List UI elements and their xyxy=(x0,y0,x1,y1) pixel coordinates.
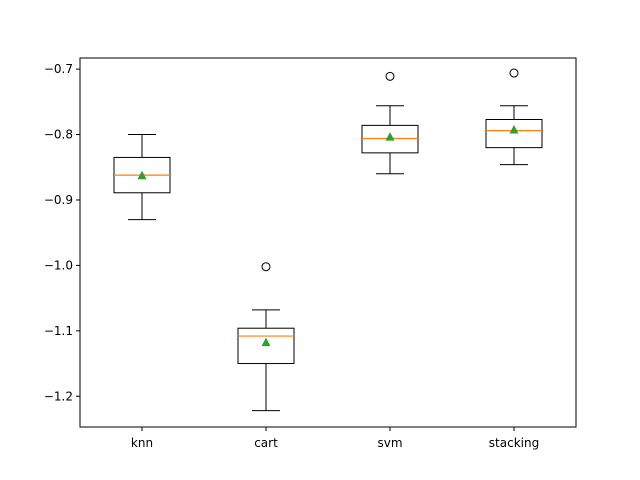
x-axis: knn cart svm stacking xyxy=(131,427,539,450)
box-iqr xyxy=(237,327,295,365)
box-series xyxy=(113,68,543,412)
box-iqr xyxy=(361,124,419,154)
y-axis: −0.7 −0.8 −0.9 −1.0 −1.1 −1.2 xyxy=(44,62,80,403)
outlier-point xyxy=(261,262,271,272)
mean-marker xyxy=(385,132,395,141)
y-tick-label: −1.1 xyxy=(44,324,73,338)
outlier-point xyxy=(385,71,395,81)
y-tick-label: −0.8 xyxy=(44,128,73,142)
mean-marker xyxy=(509,124,519,134)
y-tick-label: −1.0 xyxy=(44,258,73,272)
y-tick-label: −0.7 xyxy=(44,62,73,76)
mean-marker xyxy=(137,170,147,180)
y-tick-label: −0.9 xyxy=(44,193,73,207)
x-tick-label-stacking: stacking xyxy=(489,436,539,450)
y-tick-label: −1.2 xyxy=(44,389,73,403)
box-cart xyxy=(237,262,295,412)
mean-marker xyxy=(261,337,271,347)
box-svm xyxy=(361,71,419,175)
plot-area xyxy=(79,57,577,428)
box-stacking xyxy=(485,68,543,166)
x-tick-label-knn: knn xyxy=(131,436,153,450)
box-iqr xyxy=(485,119,543,149)
outlier-point xyxy=(509,68,519,78)
x-tick-label-cart: cart xyxy=(254,436,278,450)
box-knn xyxy=(113,134,171,221)
x-tick-label-svm: svm xyxy=(377,436,402,450)
